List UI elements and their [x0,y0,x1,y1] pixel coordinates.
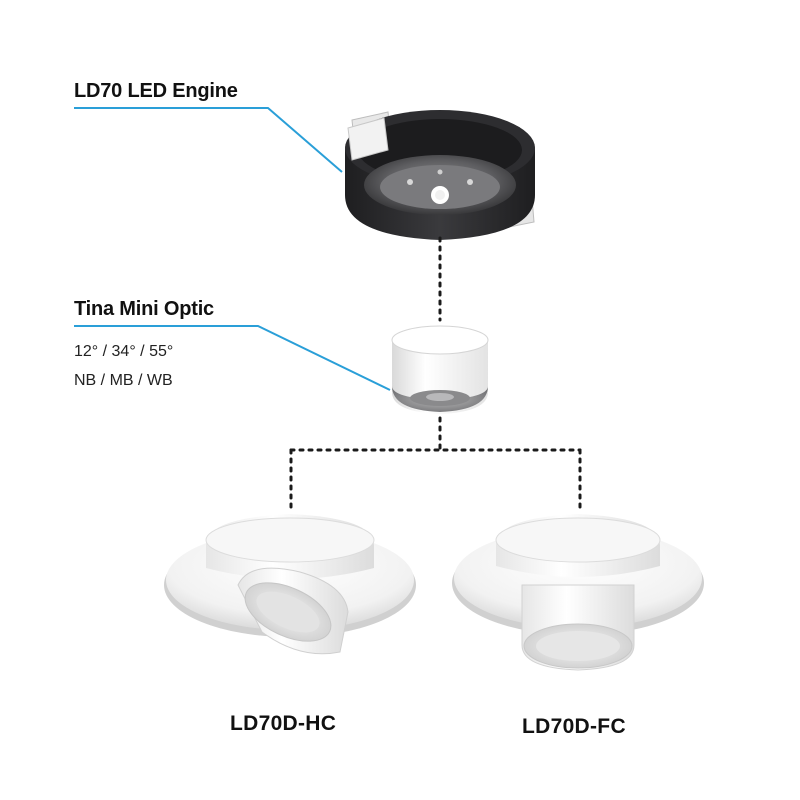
led-engine-image [345,110,535,240]
optic-beam-angles: 12° / 34° / 55° [74,343,174,360]
product-label-hc: LD70D-HC [230,712,337,735]
engine-title: LD70 LED Engine [74,80,238,102]
tina-mini-optic-image [391,325,489,414]
optic-leader-line [74,325,391,391]
product-label-fc: LD70D-FC [522,715,626,738]
connector-optic-fixtures [289,416,582,514]
ld70d-fc-fixture-image [452,514,704,671]
optic-beam-codes: NB / MB / WB [74,372,173,389]
optic-title: Tina Mini Optic [74,298,214,320]
ld70d-hc-fixture-image [164,514,416,655]
engine-leader-line [74,107,343,173]
